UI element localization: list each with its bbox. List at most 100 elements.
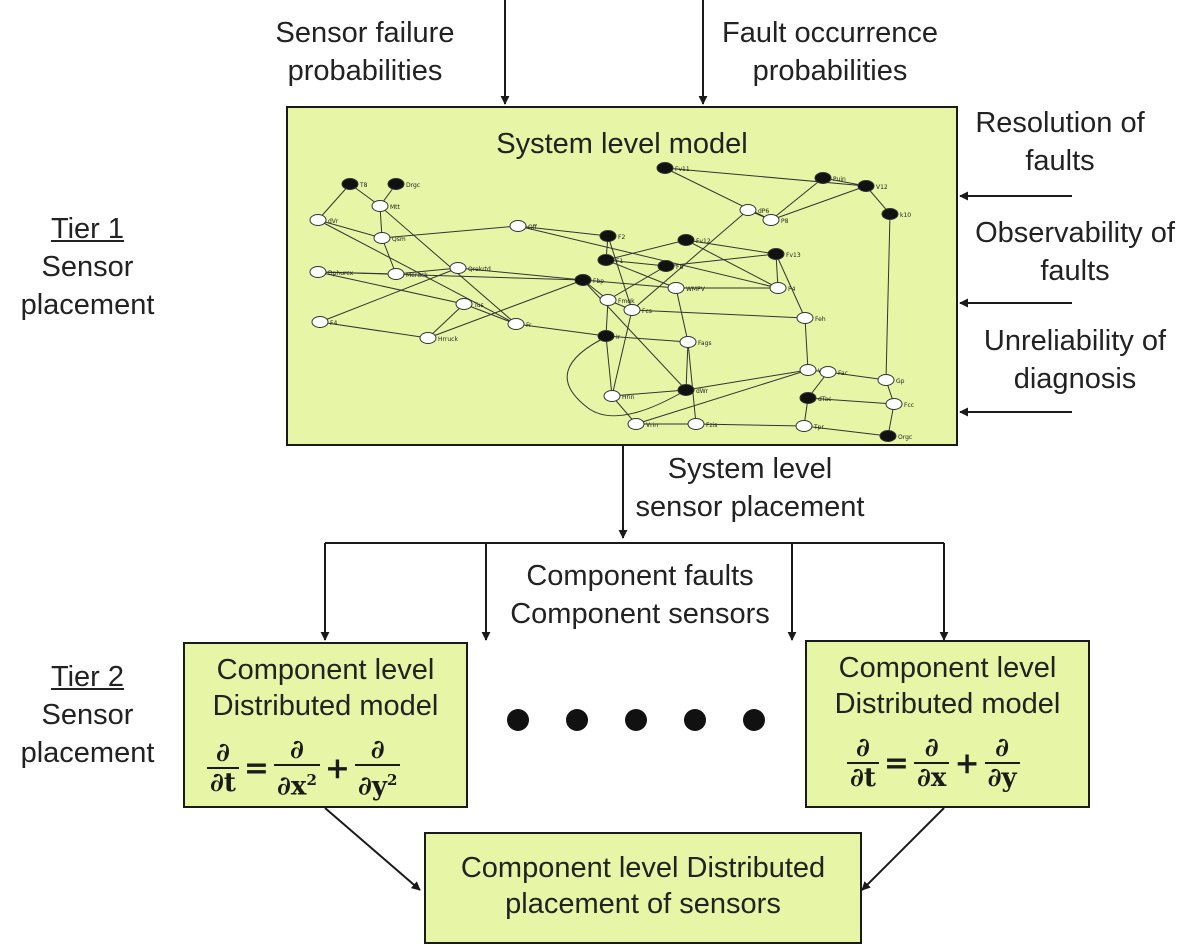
system-model-title: System level model [496, 128, 748, 160]
network-node-label: Hrruck [438, 336, 458, 343]
network-edge [827, 371, 887, 381]
left-eq-t2-num: ∂ [370, 735, 385, 765]
network-node [885, 398, 903, 410]
network-edge [631, 209, 749, 311]
network-node-label: F2 [618, 234, 625, 241]
network-edge [395, 267, 459, 275]
network-node [341, 178, 359, 190]
network-node-label: dP6 [758, 208, 769, 215]
network-edge [807, 397, 895, 405]
network-edge [319, 267, 459, 323]
system-output-line2: sensor placement [635, 491, 865, 523]
network-edge [685, 239, 777, 255]
network-node-label: Dphurcx [328, 270, 354, 277]
network-edge [803, 425, 889, 437]
network-node-label: Fzis [706, 422, 717, 429]
left-eq-t1-exp: 2 [306, 771, 317, 789]
network-node [597, 330, 615, 342]
right-eq-plus: + [954, 745, 980, 781]
input-fault-occurrence-line2: probabilities [752, 55, 908, 87]
network-edge [607, 265, 667, 301]
left-eq-lhs-den: ∂t [207, 767, 239, 797]
network-node-label: P8 [781, 218, 789, 225]
network-node [679, 336, 697, 348]
network-node-label: Merack [406, 272, 428, 279]
network-node-label: F4 [330, 320, 337, 327]
network-node [373, 232, 391, 244]
network-edge [770, 177, 824, 221]
network-edge [517, 225, 779, 289]
network-node-label: Fac [838, 370, 848, 377]
network-node-label: k10 [900, 212, 911, 219]
network-node-label: Qff [528, 224, 538, 231]
network-node-label: Fr [526, 322, 532, 329]
input-sensor-failure-line1: Sensor failure [275, 17, 455, 49]
network-edge [517, 225, 609, 237]
network-node-label: dWr [696, 388, 708, 395]
ellipsis-dot [684, 709, 706, 731]
tier2-label: Tier 2 Sensor placement [0, 658, 175, 772]
network-node-label: Tpr [813, 424, 824, 431]
right-eq-lhs-den: ∂t [847, 762, 879, 792]
network-node [799, 364, 817, 376]
right-eq-t1-den: ∂x [914, 762, 950, 792]
network-edge [379, 205, 517, 325]
final-output-line1: Component level Distributed [460, 852, 826, 884]
network-node [667, 282, 685, 294]
tier1-line2: placement [20, 289, 155, 321]
network-node [387, 268, 405, 280]
network-node [877, 374, 895, 386]
network-node-label: Fags [698, 340, 712, 347]
ellipsis-dot [507, 709, 529, 731]
tier1-title: Tier 1 [50, 213, 125, 245]
ellipsis-dot [625, 709, 647, 731]
network-node [796, 312, 814, 324]
network-node-label: Fcc [904, 402, 914, 409]
network-node-label: Fcs [642, 308, 652, 315]
network-edge [675, 287, 689, 343]
input-resolution-line1: Resolution of [975, 107, 1145, 139]
network-node-label: P4 [788, 286, 796, 293]
network-node-label: T8 [359, 182, 368, 189]
network-edge [611, 309, 633, 397]
left-equation: ∂∂t = ∂∂x2 + ∂∂y2 [205, 736, 402, 801]
network-node [455, 298, 473, 310]
network-edge [317, 271, 584, 281]
input-unreliability-line1: Unreliability of [983, 325, 1167, 357]
left-component-box: Component level Distributed model ∂∂t = … [183, 642, 468, 808]
network-edge [885, 213, 891, 381]
component-sensors-text: Component sensors [510, 598, 770, 630]
network-node-label: dVr [328, 218, 339, 225]
network-node [881, 208, 899, 220]
input-fault-occurrence-line1: Fault occurrence [722, 17, 938, 49]
right-eq-equals: = [883, 745, 910, 781]
final-output-box: Component level Distributed placement of… [424, 832, 862, 944]
network-node [371, 200, 389, 212]
network-edge [631, 309, 806, 319]
network-edge [427, 303, 465, 339]
network-node [387, 178, 405, 190]
network-node [656, 162, 674, 174]
network-edge [664, 167, 867, 187]
system-output-label: System level sensor placement [600, 450, 900, 526]
network-edge [582, 279, 677, 289]
network-node [311, 316, 329, 328]
tier1-line1: Sensor [41, 251, 134, 283]
right-component-text: Component level Distributed model [807, 650, 1088, 722]
network-node-label: Puin [833, 176, 846, 183]
network-node-label: Orgc [898, 434, 912, 441]
network-node [879, 430, 897, 442]
tier2-line2: placement [20, 737, 155, 769]
left-eq-t2-exp: 2 [387, 771, 398, 789]
ellipsis-dot [743, 709, 765, 731]
network-edge [605, 335, 613, 397]
network-node [623, 304, 641, 316]
network-node [574, 274, 592, 286]
network-node-label: Qsm [392, 236, 406, 243]
network-node-label: WMPV [686, 286, 706, 293]
right-eq-t2-num: ∂ [995, 733, 1010, 763]
network-node-label: Tus [473, 302, 484, 309]
network-node [819, 366, 837, 378]
network-edge [605, 239, 687, 261]
